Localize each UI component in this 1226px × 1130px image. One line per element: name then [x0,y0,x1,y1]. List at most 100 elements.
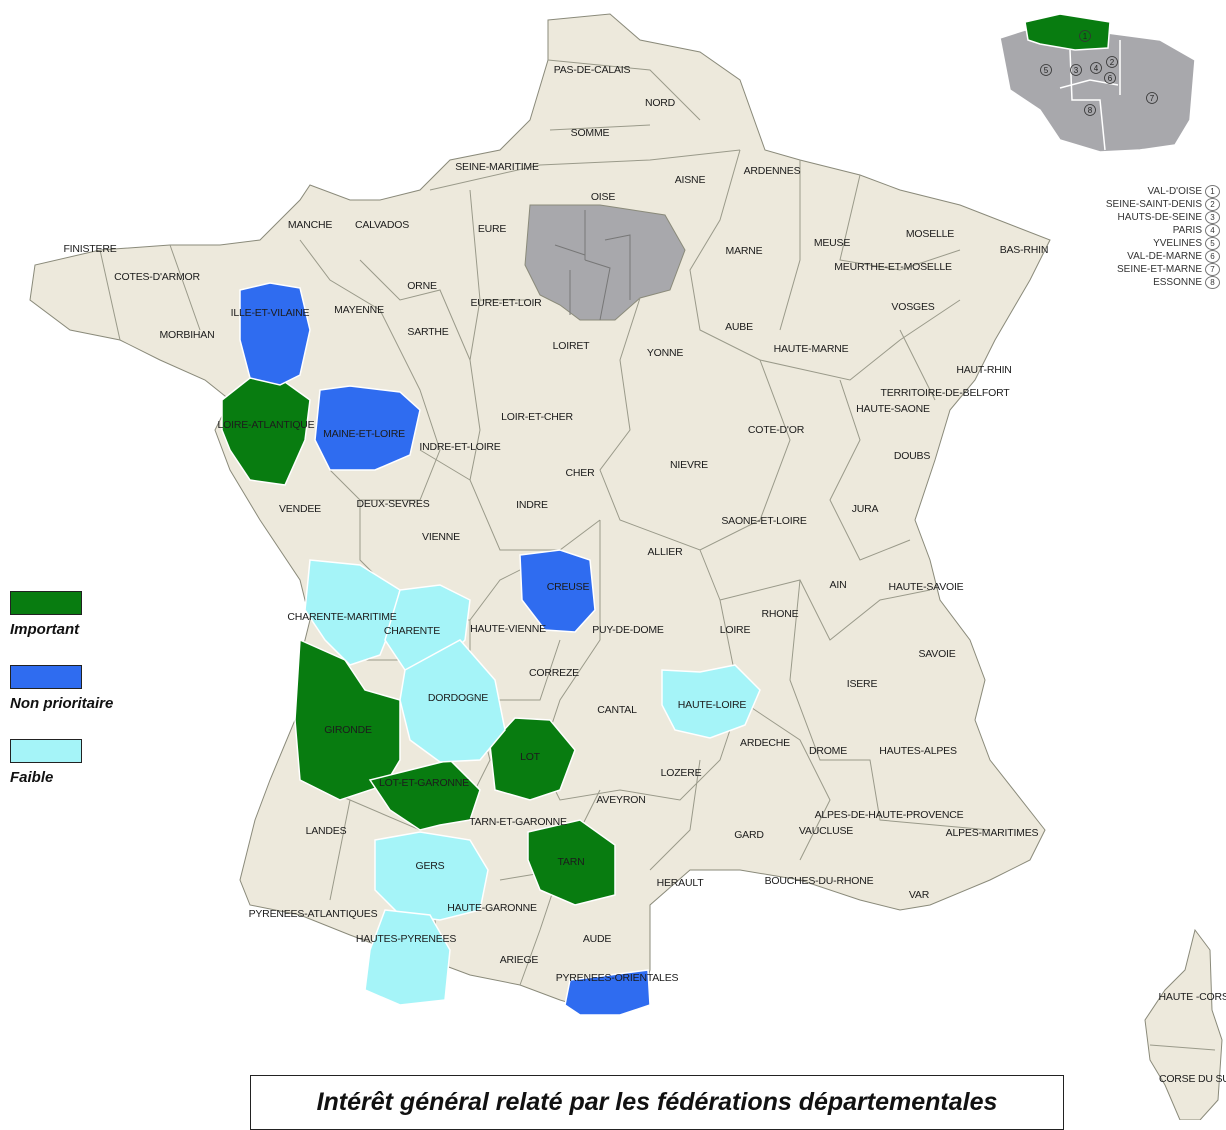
department-label: HAUTE-LOIRE [678,699,747,711]
department-label: SAVOIE [918,648,955,660]
department-label: NORD [645,97,676,109]
inset-number: 5 [1044,66,1049,75]
department-label: BAS-RHIN [1000,244,1049,256]
department-label: MAYENNE [334,304,384,316]
inset-number-circle [1106,56,1118,68]
department-label: DROME [809,745,847,757]
department-label: LOIRE [720,624,751,636]
dept-gers [374,831,489,921]
department-label: ALPES-DE-HAUTE-PROVENCE [815,809,964,821]
department-label: PUY-DE-DOME [592,624,664,636]
idf-key-number: 8 [1205,276,1220,289]
idf-key-name: HAUTS-DE-SEINE [1117,212,1202,223]
inset-number-circle [1070,64,1082,76]
department-label: AUBE [725,321,753,333]
department-label: JURA [852,503,879,515]
idf-key-number: 1 [1205,185,1220,198]
department-label: HAUT-RHIN [956,364,1011,376]
legend-item: Important [10,615,113,657]
department-label: MEUSE [814,237,851,249]
department-label: DORDOGNE [428,692,488,704]
department-label: CORSE DU SUD [1159,1073,1226,1085]
department-label: CREUSE [547,581,590,593]
inset-number: 8 [1088,106,1093,115]
department-label: GIRONDE [324,724,372,736]
dept-lot-et-garonne [368,759,481,831]
department-label: ORNE [407,280,437,292]
department-label: COTE-D'OR [748,424,805,436]
idf-key-number: 7 [1205,263,1220,276]
idf-key-name: VAL-D'OISE [1147,186,1202,197]
department-label: HAUTES-PYRENEES [356,933,456,945]
ile-de-france-region [524,204,686,321]
department-label: HAUTE-VIENNE [470,623,546,635]
department-label: LANDES [306,825,347,837]
department-label: LOIRET [553,340,591,352]
department-label: MORBIHAN [160,329,215,341]
department-label: MOSELLE [906,228,954,240]
department-label: LOIRE-ATLANTIQUE [218,419,315,431]
idf-key-name: YVELINES [1153,238,1202,249]
legend-item: Non prioritaire [10,689,113,731]
department-label: DOUBS [894,450,931,462]
department-label: LOZERE [661,767,702,779]
department-label: AUDE [583,933,612,945]
legend-swatch [10,665,82,689]
department-label: HAUTE-GARONNE [447,902,537,914]
department-label: MEURTHE-ET-MOSELLE [834,261,952,273]
map-caption: Intérêt général relaté par les fédératio… [250,1075,1064,1130]
legend-item: Faible [10,763,113,805]
department-label: BOUCHES-DU-RHONE [765,875,874,887]
department-label: AISNE [675,174,706,186]
department-label: SEINE-MARITIME [455,161,539,173]
idf-key-name: ESSONNE [1153,277,1202,288]
department-label: MANCHE [288,219,332,231]
department-label: FINISTERE [63,243,116,255]
department-label: INDRE-ET-LOIRE [419,441,500,453]
department-label: EURE [478,223,507,235]
inset-number: 2 [1110,58,1115,67]
legend-label: Non prioritaire [10,694,114,712]
department-label: VAUCLUSE [799,825,853,837]
department-label: ARDENNES [744,165,801,177]
department-label: CANTAL [597,704,637,716]
idf-key-number: 3 [1205,211,1220,224]
inset-number: 1 [1083,32,1088,41]
department-label: LOT [520,751,541,763]
department-label: HAUTE -CORSE [1159,991,1226,1003]
department-label: LOT-ET-GARONNE [379,777,469,789]
inset-number-circle [1040,64,1052,76]
department-label: AIN [830,579,847,591]
department-label: ARIEGE [500,954,539,966]
department-label: CHARENTE [384,625,440,637]
inset-number-circle [1090,62,1102,74]
inset-number-circle [1079,30,1091,42]
department-label: OISE [591,191,615,203]
department-label: HAUTE-SAVOIE [888,581,963,593]
department-label: MARNE [726,245,763,257]
department-label: RHONE [762,608,799,620]
department-label: AVEYRON [596,794,645,806]
department-label: INDRE [516,499,548,511]
corsica-border [1149,1044,1216,1051]
inset-number-circle [1146,92,1158,104]
idf-inner-lines [554,210,631,321]
department-label: HAUTES-ALPES [879,745,957,757]
corsica-island [1144,928,1223,1120]
idf-key-number: 4 [1205,224,1220,237]
dept-hautes-pyrenees [364,909,451,1006]
department-label: HERAULT [657,877,705,889]
idf-key-name: SEINE-SAINT-DENIS [1105,199,1202,210]
legend-label: Faible [10,768,54,786]
idf-key-name: PARIS [1172,225,1202,236]
inset-number: 7 [1150,94,1155,103]
department-label: HAUTE-SAONE [856,403,930,415]
inset-val-doise [1024,13,1111,51]
department-label: CORREZE [529,667,579,679]
department-label: ILLE-ET-VILAINE [231,307,310,319]
